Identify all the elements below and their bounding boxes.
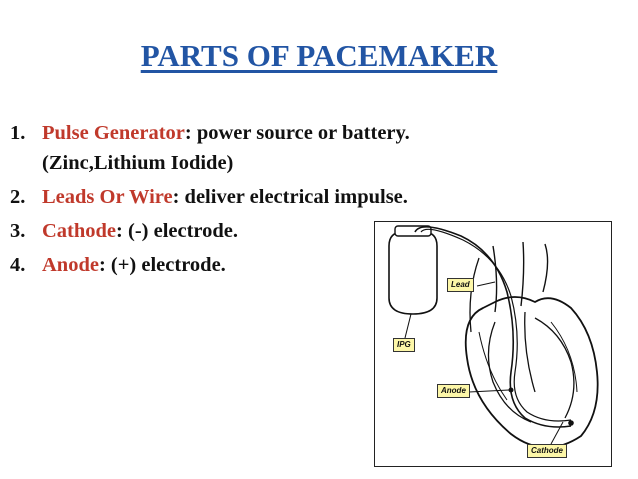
list-item-pulse-generator: 1. Pulse Generator: power source or batt… xyxy=(10,118,630,178)
cathode-electrode xyxy=(568,420,574,426)
heart-illustration xyxy=(388,225,599,449)
lead-callout: Lead xyxy=(447,278,474,292)
item-description: : (-) electrode. xyxy=(116,220,239,242)
item-term: Leads Or Wire xyxy=(42,186,173,208)
item-description: : (+) electrode. xyxy=(98,254,226,276)
anode-electrode xyxy=(508,387,514,393)
anode-pointer xyxy=(468,389,510,393)
lead-wire xyxy=(414,226,572,428)
generator-header xyxy=(394,225,432,237)
item-number: 1. xyxy=(10,122,26,144)
item-extra: (Zinc,Lithium Iodide) xyxy=(42,152,234,174)
list-item-leads: 2. Leads Or Wire: deliver electrical imp… xyxy=(10,182,630,212)
item-description: : deliver electrical impulse. xyxy=(172,186,408,208)
vessel-outline xyxy=(492,241,549,313)
item-number: 2. xyxy=(10,186,26,208)
ipg-callout: IPG xyxy=(393,338,415,352)
item-number: 3. xyxy=(10,220,26,242)
list-item-anode: 4. Anode: (+) electrode. xyxy=(10,250,630,280)
slide-title: PARTS OF PACEMAKER xyxy=(140,38,498,73)
heart-outline xyxy=(464,296,599,449)
list-item-cathode: 3. Cathode: (-) electrode. xyxy=(10,216,630,246)
lead-pointer xyxy=(476,281,496,287)
item-term: Pulse Generator xyxy=(42,122,185,144)
cathode-pointer xyxy=(550,421,564,445)
anode-callout: Anode xyxy=(437,384,470,398)
cathode-callout: Cathode xyxy=(527,444,567,458)
item-description: : power source or battery. xyxy=(184,122,410,144)
ipg-pointer xyxy=(404,313,412,339)
pulse-generator-shape xyxy=(388,231,438,315)
heart-chambers xyxy=(487,311,575,423)
parts-list: 1. Pulse Generator: power source or batt… xyxy=(10,118,630,284)
item-term: Cathode xyxy=(42,220,117,242)
item-number: 4. xyxy=(10,254,26,276)
pacemaker-diagram: Lead IPG Anode Cathode xyxy=(374,221,612,467)
item-term: Anode xyxy=(42,254,99,276)
